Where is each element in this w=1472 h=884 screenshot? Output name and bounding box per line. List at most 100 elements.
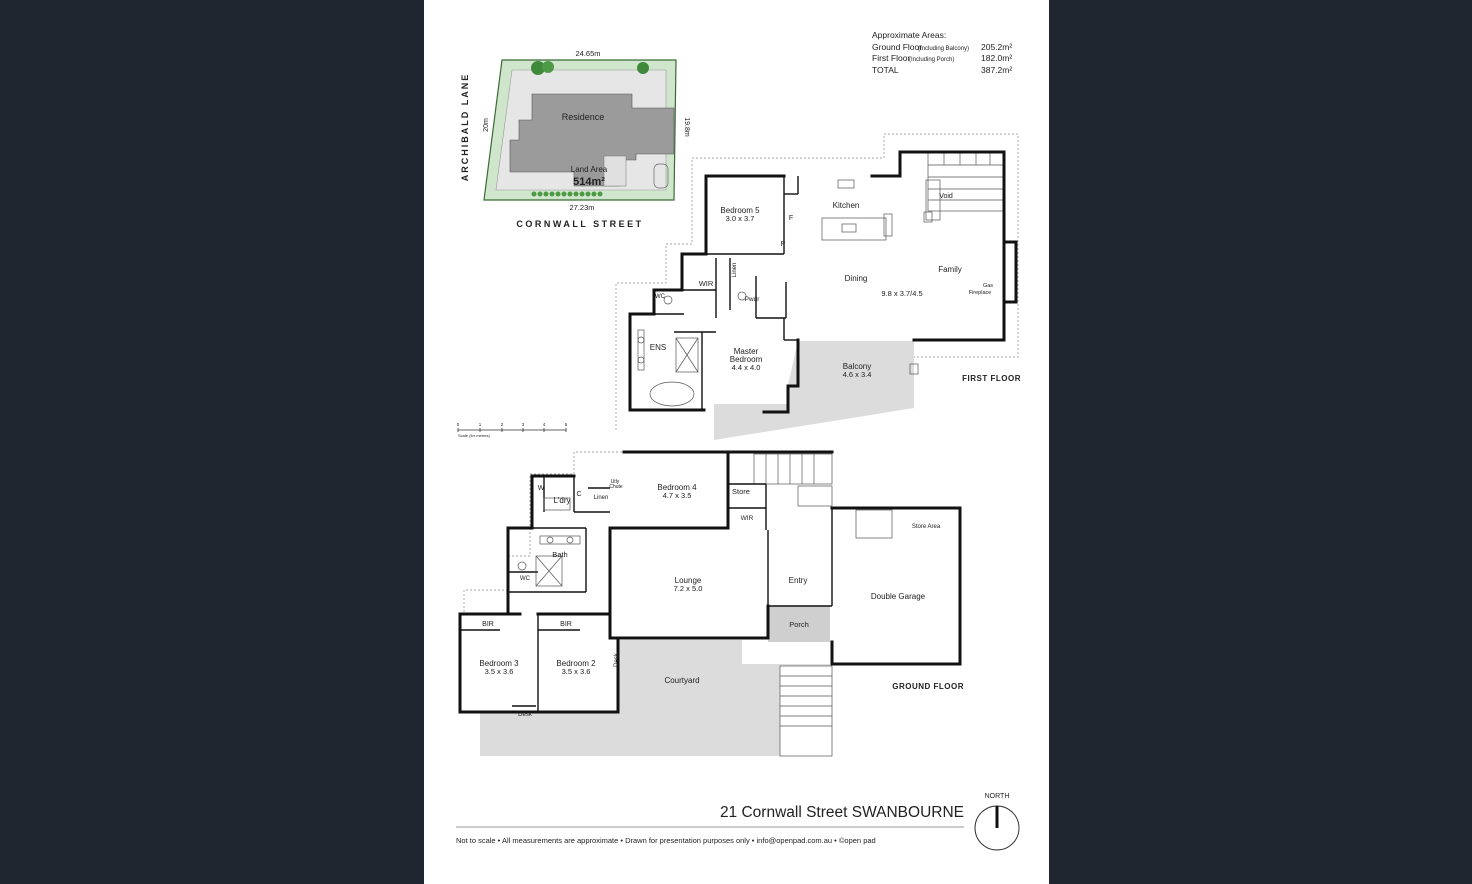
gf-courtyard-floor: [480, 640, 830, 756]
areas-first-label: First Floor: [872, 53, 910, 63]
gf-store-label: Store: [732, 487, 750, 496]
gf-bed2-top-wall: [536, 612, 612, 640]
gf-entry-label: Entry: [789, 576, 808, 585]
gf-bath-label: Bath: [552, 550, 567, 559]
gf-bed4-label: Bedroom 4: [657, 483, 697, 492]
gf-bed2-label: Bedroom 2: [556, 659, 596, 668]
floor-plan-sheet: Approximate Areas: Ground Floor (Includi…: [424, 0, 1049, 884]
ff-wir-label: WIR: [699, 279, 714, 288]
site-plan: 24.65m 20m 19.8m 27.23m ARCHIBALD LANE C…: [460, 49, 690, 229]
gf-bed4-wall: [608, 450, 730, 530]
cornwall-street-label: CORNWALL STREET: [516, 219, 643, 229]
ground-floor-plan: W C L'dry Linen Utly Chute Bedroom 4 4.7…: [458, 450, 964, 757]
gf-bed2-dim: 3.5 x 3.6: [562, 667, 591, 676]
ground-floor-label: GROUND FLOOR: [892, 682, 964, 691]
ff-interior-walls: [654, 176, 799, 410]
scale-tick: 2: [501, 422, 504, 427]
gf-laundry-bench: [543, 497, 571, 511]
ff-fireplace-wall: [1002, 240, 1018, 304]
ff-void-rail: [925, 179, 941, 221]
gf-bed3-label: Bedroom 3: [479, 659, 519, 668]
ff-master-label: Master: [734, 347, 759, 356]
areas-total-label: TOTAL: [872, 65, 899, 75]
ff-west-wall: [628, 174, 708, 412]
ff-family-label: Family: [938, 265, 962, 274]
gf-porch-label: Porch: [789, 620, 809, 629]
north-label: NORTH: [985, 793, 1010, 800]
gf-store-area-label: Store Area: [912, 524, 941, 530]
ff-north-east-wall: [870, 150, 1006, 178]
gf-courtyard-label: Courtyard: [664, 676, 699, 685]
gf-stairs: [753, 453, 893, 539]
site-left-dimension: 20m: [483, 118, 490, 132]
ff-void-post: [923, 211, 933, 223]
ff-site-outline: [615, 133, 1019, 430]
north-arrow: NORTH: [974, 793, 1020, 851]
gf-lounge-wall: [608, 526, 770, 640]
site-car-icon: [653, 163, 669, 189]
gf-shower: [535, 555, 563, 587]
gf-bath-vanity: [539, 535, 581, 545]
footer-disclaimer: Not to scale • All measurements are appr…: [456, 836, 876, 845]
ff-bed5-dim: 3.0 x 3.7: [726, 214, 755, 223]
tree-icon: [542, 61, 554, 73]
ff-fridge-label: F: [789, 215, 793, 222]
ff-balcony-dim: 4.6 x 3.4: [843, 370, 872, 379]
areas-heading: Approximate Areas:: [872, 30, 946, 40]
ff-bed5-label: Bedroom 5: [720, 206, 760, 215]
ff-fireplace-label: Fireplace: [969, 290, 992, 296]
archibald-lane-label: ARCHIBALD LANE: [460, 73, 470, 182]
gf-wc-label: WC: [520, 576, 531, 582]
scale-tick: 4: [543, 422, 546, 427]
gf-front-steps: [779, 665, 833, 757]
gf-desk-label-2: Desk: [614, 652, 620, 667]
ff-bath-tub: [649, 381, 695, 407]
site-bottom-dimension: 27.23m: [569, 203, 594, 212]
site-land-area-value: 514m²: [573, 176, 605, 188]
ff-linen-label: Linen: [732, 263, 738, 278]
site-top-dimension: 24.65m: [575, 49, 600, 58]
ff-cooktop: [837, 179, 855, 189]
scale-tick: 0: [457, 422, 460, 427]
ff-balcony-label: Balcony: [843, 362, 871, 371]
gf-laundry-label: L'dry: [553, 496, 570, 505]
gf-lounge-label: Lounge: [675, 576, 702, 585]
ff-kitchen-label: Kitchen: [833, 201, 860, 210]
gf-utility-label: Utly: [611, 479, 620, 485]
ff-void-label: Void: [939, 193, 953, 200]
ff-south-wall: [762, 338, 800, 414]
hedge-icons: [531, 191, 603, 197]
gf-bed3-dim: 3.5 x 3.6: [485, 667, 514, 676]
gf-west-wall: [506, 474, 534, 614]
scale-bar: 0 1 2 3 4 5 Scale (for metres): [457, 422, 568, 438]
areas-ground-label: Ground Floor: [872, 42, 922, 52]
ff-pantry-label: P: [781, 241, 786, 248]
first-floor-label: FIRST FLOOR: [962, 374, 1021, 383]
ff-shower: [675, 337, 699, 373]
ff-master-label-2: Bedroom: [730, 355, 763, 364]
areas-first-value: 182.0m²: [981, 53, 1012, 63]
site-residence-label: Residence: [562, 112, 605, 122]
site-right-dimension: 19.8m: [683, 117, 690, 137]
ff-wc-icon: [663, 295, 673, 305]
ff-master-dim: 4.4 x 4.0: [732, 363, 761, 372]
tree-icon: [531, 61, 545, 75]
ff-balcony-floor: [714, 341, 914, 440]
scale-tick: 5: [565, 422, 568, 427]
gf-wir-label: WIR: [741, 515, 754, 522]
ff-ens-label: ENS: [650, 343, 666, 352]
ff-wc-label: WC: [655, 294, 666, 300]
ff-dining-label: Dining: [845, 274, 868, 283]
gf-desk-label-1: Desk: [518, 712, 533, 718]
ff-pwdr-wc-icon: [737, 291, 747, 301]
gf-chute-label: Chute: [609, 484, 623, 490]
gf-garage-wall: [830, 506, 962, 666]
gf-bir-label-1: BIR: [482, 621, 494, 628]
ff-gas-label: Gas: [983, 283, 993, 289]
scale-tick: 1: [479, 422, 482, 427]
ff-kitchen-island: [821, 217, 887, 241]
gf-linen-label: Linen: [594, 495, 609, 501]
areas-ground-value: 205.2m²: [981, 42, 1012, 52]
gf-site-outline: [463, 451, 624, 612]
gf-wc-icon: [517, 561, 527, 571]
